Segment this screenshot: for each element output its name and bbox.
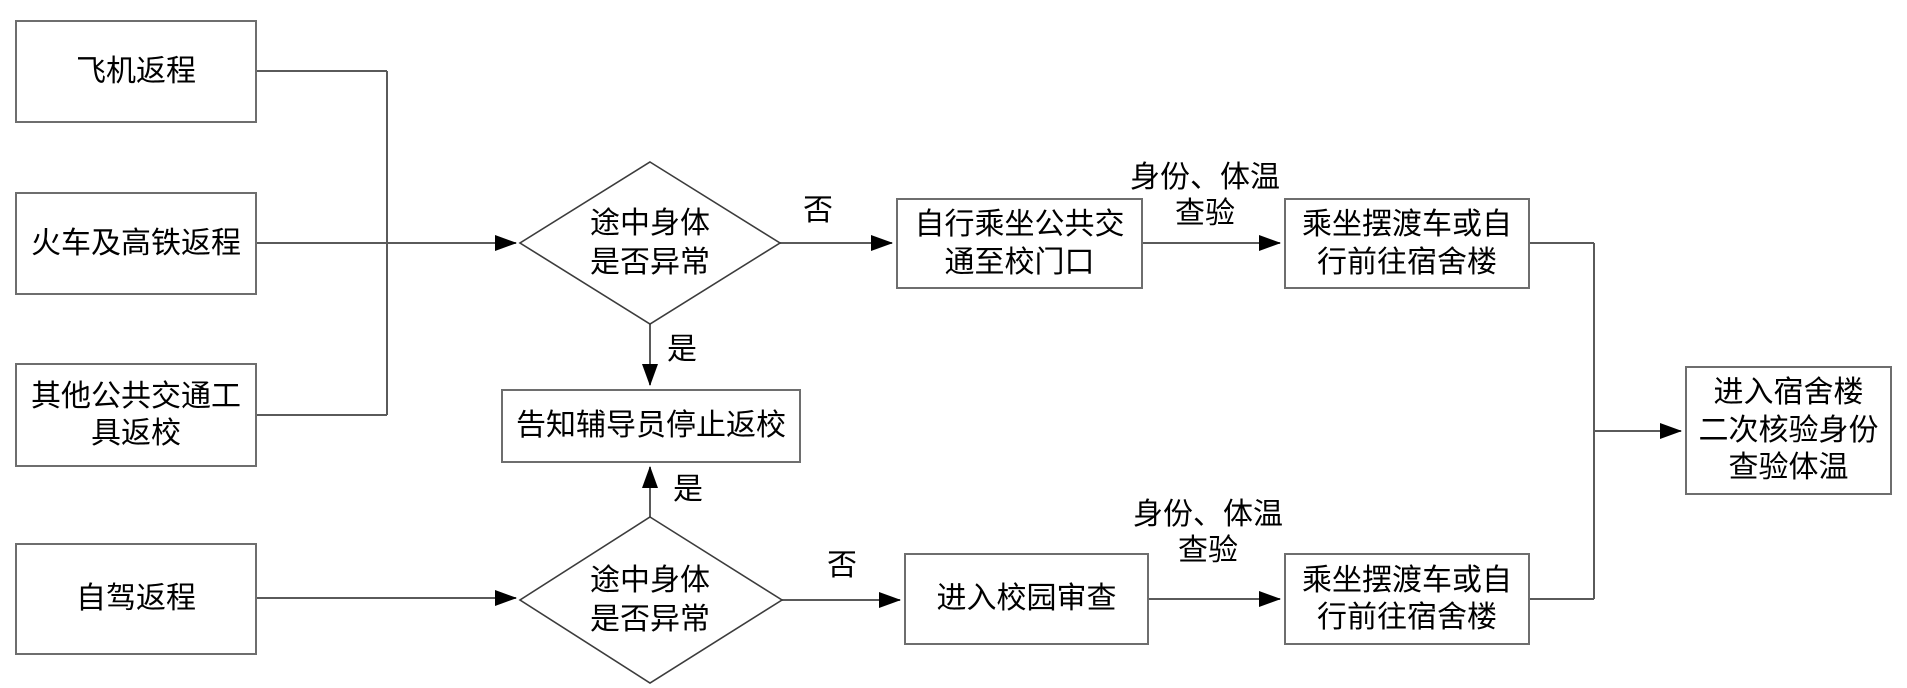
node-campus-entry-review: 进入校园审查 bbox=[904, 553, 1149, 645]
node-notify-counselor-stop: 告知辅导员停止返校 bbox=[501, 389, 801, 463]
edge-label-id-temp-check-top: 身份、体温 查验 bbox=[1130, 161, 1280, 230]
node-shuttle-to-dorm-bottom: 乘坐摆渡车或自 行前往宿舍楼 bbox=[1284, 553, 1530, 645]
node-dorm-second-verification: 进入宿舍楼 二次核验身份 查验体温 bbox=[1685, 366, 1892, 495]
node-public-transport-to-gate: 自行乘坐公共交 通至校门口 bbox=[896, 198, 1143, 289]
edge-label-id-temp-check-bottom: 身份、体温 查验 bbox=[1133, 498, 1283, 567]
node-self-drive-return: 自驾返程 bbox=[15, 543, 257, 655]
node-plane-return: 飞机返程 bbox=[15, 20, 257, 123]
edge-label-no-bottom: 否 bbox=[827, 549, 857, 582]
node-train-return: 火车及高铁返程 bbox=[15, 192, 257, 295]
decision-diamond-bottom bbox=[518, 516, 784, 684]
edge-label-yes-bottom: 是 bbox=[673, 473, 703, 506]
edge-label-no-top: 否 bbox=[803, 194, 833, 227]
decision-diamond-top bbox=[518, 161, 782, 325]
edge-label-yes-top: 是 bbox=[667, 333, 697, 366]
node-other-transport-return: 其他公共交通工 具返校 bbox=[15, 363, 257, 467]
node-shuttle-to-dorm-top: 乘坐摆渡车或自 行前往宿舍楼 bbox=[1284, 198, 1530, 289]
